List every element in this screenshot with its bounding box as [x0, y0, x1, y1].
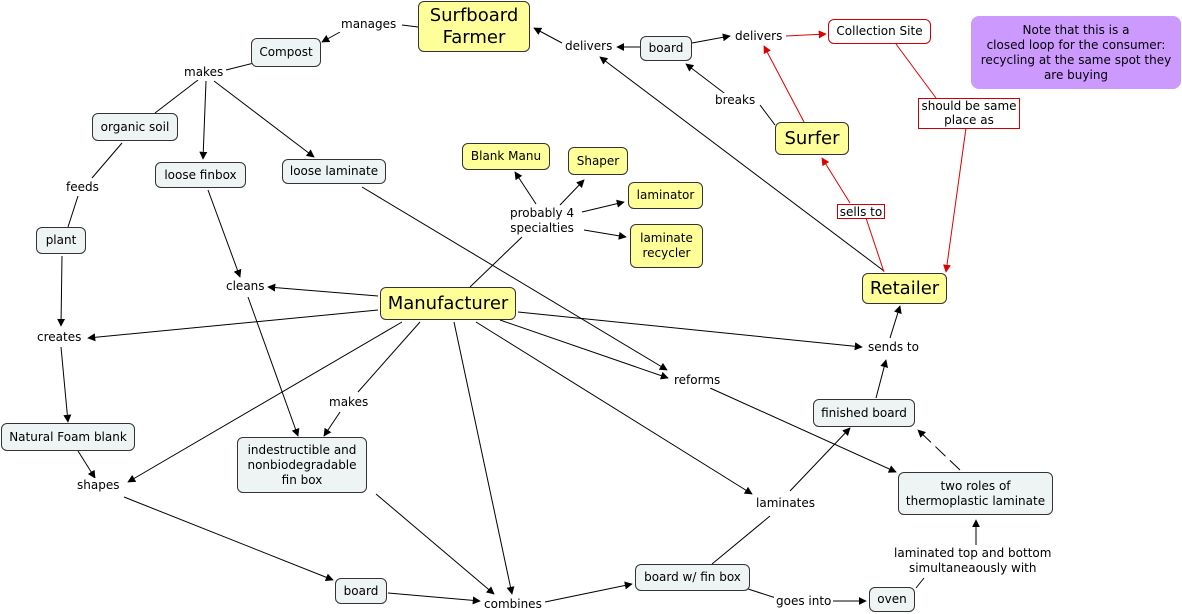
- link-goes-into: goes into: [774, 594, 834, 609]
- edge-manu-reforms: [499, 319, 669, 380]
- link-reforms: reforms: [672, 373, 723, 388]
- node-note[interactable]: Note that this is a closed loop for the …: [971, 16, 1181, 89]
- edge-blank-shapes: [77, 450, 96, 479]
- node-finished-board[interactable]: finished board: [813, 399, 915, 427]
- edge-retailer-sellsto: [865, 217, 885, 273]
- edge-reforms-tworoles: [709, 387, 897, 473]
- node-collection-site[interactable]: Collection Site: [828, 19, 931, 44]
- node-manufacturer[interactable]: Manufacturer: [380, 287, 516, 320]
- node-laminator[interactable]: laminator: [628, 182, 703, 209]
- edge-probably-shaper: [559, 179, 585, 206]
- edge-sendsto-retailer: [889, 305, 902, 339]
- edge-sellsto-surfer: [821, 157, 851, 204]
- edge-surfer-delivers: [763, 45, 805, 123]
- node-two-roles[interactable]: two roles of thermoplastic laminate: [898, 472, 1053, 515]
- edge-makes-laminate: [213, 80, 315, 158]
- edge-finbox-combines: [375, 493, 495, 595]
- node-surfboard-farmer[interactable]: Surfboard Farmer: [418, 1, 530, 52]
- link-probably-4: probably 4 specialties: [508, 206, 577, 236]
- edge-boardfin-goesinto: [744, 587, 777, 599]
- edge-manu-combines: [453, 321, 515, 595]
- link-manages: manages: [339, 17, 399, 32]
- node-compost[interactable]: Compost: [251, 38, 321, 67]
- edge-manu-probably: [469, 236, 523, 288]
- edge-board-delivers2: [691, 33, 731, 44]
- edge-manu-sendsto: [517, 311, 863, 351]
- edge-tworoles-finished: [917, 429, 961, 471]
- edge-surfer-breaks: [759, 104, 776, 126]
- edge-should-retailer: [943, 127, 967, 273]
- edge-laminates-finished: [789, 427, 851, 492]
- link-combines: combines: [482, 597, 544, 612]
- link-feeds: feeds: [64, 180, 101, 195]
- node-shaper[interactable]: Shaper: [568, 147, 628, 175]
- node-surfer[interactable]: Surfer: [775, 122, 849, 155]
- node-fin-box[interactable]: indestructible and nonbiodegradable fin …: [237, 437, 367, 493]
- edge-breaks-board: [685, 63, 729, 97]
- node-loose-laminate[interactable]: loose laminate: [282, 159, 386, 184]
- edge-manu-cleans: [267, 283, 379, 297]
- node-oven[interactable]: oven: [869, 587, 915, 612]
- edge-delivers-collection: [785, 30, 827, 39]
- link-makes-1: makes: [182, 65, 226, 80]
- link-laminated-top: laminated top and bottom simultaneaously…: [892, 546, 1054, 576]
- node-retailer[interactable]: Retailer: [862, 273, 947, 304]
- link-delivers-2: delivers: [733, 29, 785, 44]
- edge-combines-boardfin: [544, 581, 633, 603]
- edge-finished-sendsto: [875, 359, 889, 399]
- edge-oven-laminated: [915, 577, 925, 589]
- edge-boardfin-laminates: [711, 515, 771, 565]
- edge-makes2-finbox: [323, 411, 341, 437]
- edge-retailer-delivers: [599, 56, 885, 272]
- node-laminate-recycler[interactable]: laminate recycler: [630, 224, 703, 268]
- edge-board-combines: [387, 592, 481, 605]
- edge-collection-should: [895, 43, 937, 99]
- link-should-be-same: should be same place as: [918, 98, 1020, 129]
- link-shapes: shapes: [75, 478, 122, 493]
- edge-manu-creates: [87, 309, 379, 342]
- edge-shapes-board: [123, 496, 334, 582]
- link-makes-2: makes: [327, 395, 371, 410]
- edge-probably-laminator: [581, 199, 625, 213]
- node-natural-foam-blank[interactable]: Natural Foam blank: [1, 423, 135, 451]
- edge-manu-shapes: [127, 321, 403, 483]
- edge-creates-blank: [60, 346, 72, 423]
- node-plant[interactable]: plant: [36, 227, 86, 254]
- edge-plant-creates: [57, 255, 66, 327]
- edge-laminate-reforms: [361, 186, 668, 371]
- link-delivers-1: delivers: [563, 39, 615, 54]
- edge-makes-soil: [154, 79, 199, 114]
- node-organic-soil[interactable]: organic soil: [92, 113, 178, 141]
- edge-makes-finbox: [199, 80, 208, 160]
- edge-cleans-finbox: [247, 296, 300, 437]
- node-board-fin-box[interactable]: board w/ fin box: [635, 564, 750, 591]
- edge-delivers-farmer: [533, 27, 563, 44]
- link-sends-to: sends to: [866, 340, 921, 355]
- node-board-bottom[interactable]: board: [335, 578, 387, 604]
- link-laminates: laminates: [754, 496, 818, 511]
- link-sells-to: sells to: [837, 204, 885, 219]
- edge-manu-laminates: [475, 321, 753, 495]
- link-creates: creates: [35, 330, 84, 345]
- edge-soil-feeds: [91, 142, 123, 179]
- edge-manu-makes2: [357, 321, 421, 393]
- link-breaks: breaks: [713, 93, 758, 108]
- node-loose-finbox[interactable]: loose finbox: [155, 162, 246, 188]
- edge-feeds-plant: [67, 195, 79, 228]
- edge-probably-recycler: [583, 229, 627, 240]
- edge-manages-compost: [321, 31, 341, 43]
- edge-probably-blankmanu: [514, 171, 537, 205]
- edge-finbox-cleans: [207, 189, 242, 278]
- link-cleans: cleans: [224, 279, 267, 294]
- node-board-top[interactable]: board: [640, 36, 692, 61]
- node-blank-manu[interactable]: Blank Manu: [462, 143, 550, 170]
- edge-farmer-manages: [401, 24, 419, 28]
